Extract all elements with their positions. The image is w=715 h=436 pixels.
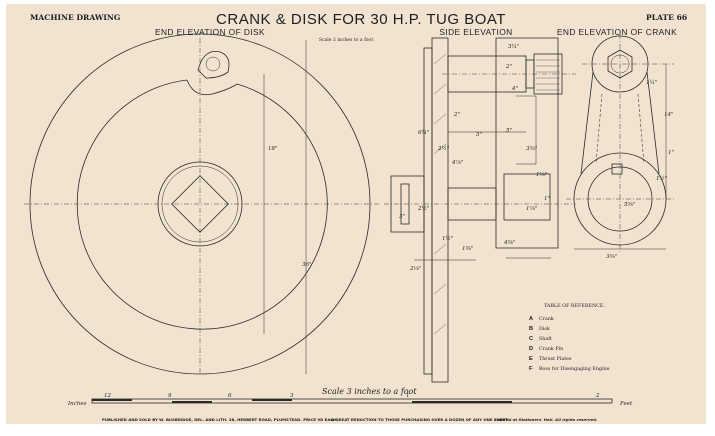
view-label-crank: END ELEVATION OF CRANK — [557, 27, 677, 37]
disk-end-elevation — [24, 33, 381, 375]
crank-hub-side — [503, 173, 551, 221]
dim-label: 1¼" — [646, 79, 657, 86]
header-left-label: MACHINE DRAWING — [30, 13, 120, 22]
dim-label: 3¼" — [508, 43, 519, 50]
dim-label: 1½" — [442, 235, 453, 242]
reference-key: D — [529, 346, 533, 352]
plate-number: PLATE 66 — [646, 13, 687, 22]
scale-tick: 12 — [104, 393, 111, 399]
dim-label: 1" — [544, 196, 550, 202]
reference-label: Disk — [539, 326, 550, 332]
scale-tick: 2 — [595, 393, 600, 399]
disk-inner-rim — [76, 79, 328, 330]
disk-side-section — [431, 37, 449, 383]
dim-label: 2½" — [417, 205, 429, 212]
dim-label: 5" — [476, 132, 482, 138]
scale-bar-fill — [92, 399, 132, 401]
reference-label: Boss for Disengaging Engine — [539, 366, 610, 372]
dimension-labels: 3¼" 2" 4" 2" 5" 6¾" 2½" 4⅞" 3" 2½" 4⅜" 1… — [268, 43, 674, 272]
scale-bar-fill — [252, 399, 292, 401]
dim-label: 3⅝" — [526, 146, 537, 152]
scale-note: Scale 3 inches to a foot — [319, 37, 373, 43]
scale-tick: 6 — [228, 393, 232, 399]
crank-end-elevation — [566, 34, 674, 254]
drawing-title: CRANK & DISK FOR 30 H.P. TUG BOAT — [216, 11, 506, 28]
dim-label: 4⅞" — [451, 160, 463, 166]
scale-bar-fill — [412, 401, 512, 403]
reference-label: Crank Pin — [539, 346, 563, 352]
scale-tick: 1 — [406, 393, 410, 399]
dim-label: 18" — [268, 146, 278, 152]
dim-label: 2" — [453, 112, 460, 118]
side-elevation — [384, 37, 576, 383]
drawing-sheet: MACHINE DRAWING CRANK & DISK FOR 30 H.P.… — [6, 4, 706, 424]
crank-arm-sides — [580, 71, 660, 175]
dim-label: 6¾" — [418, 129, 429, 136]
dim-label: 2½" — [437, 145, 449, 152]
dim-label: 4⅜" — [503, 240, 515, 246]
footer-publisher: PUBLISHED AND SOLD BY W. BUSBRIDGE, DEL.… — [102, 417, 338, 422]
dim-label: 1" — [668, 150, 674, 156]
view-label-side: SIDE ELEVATION — [439, 27, 512, 37]
reference-key: A — [529, 316, 533, 322]
dim-label: 3⅜" — [606, 254, 617, 260]
reference-label: Thrust Plates — [539, 356, 572, 362]
disk-boss-outer — [157, 161, 243, 247]
reference-key: F — [529, 366, 533, 372]
crank-web-side — [495, 37, 559, 249]
reference-key: C — [529, 336, 533, 342]
crank-hidden-lines — [595, 93, 645, 165]
counterweight-notch — [186, 79, 238, 96]
dim-label: 2" — [505, 64, 512, 70]
dim-label: 1⅝" — [462, 246, 473, 252]
scale-right-label: Feet — [619, 401, 633, 407]
reference-title: TABLE OF REFERENCE. — [544, 303, 605, 309]
scale-bar-outline — [91, 398, 613, 404]
dim-label: 2⅛" — [409, 266, 421, 272]
dim-label: 3" — [399, 214, 405, 220]
scale-caption: Scale 3 inches to a foot — [322, 387, 417, 396]
dim-label: 36" — [302, 262, 312, 268]
dim-label: 5" — [506, 128, 512, 134]
scale-tick: 9 — [168, 393, 172, 399]
footer-offer: A GREAT REDUCTION TO THOSE PURCHASING OV… — [331, 417, 509, 422]
dim-label: 1⅛" — [536, 172, 547, 178]
scale-tick: 3 — [290, 393, 294, 399]
technical-drawing: MACHINE DRAWING CRANK & DISK FOR 30 H.P.… — [24, 11, 687, 422]
reference-key: E — [529, 356, 533, 362]
view-label-disk: END ELEVATION OF DISK — [155, 27, 265, 37]
crank-web-detail — [516, 95, 537, 165]
crank-pin-end — [197, 51, 230, 79]
dim-label: 1½" — [656, 175, 667, 182]
scale-bar: Scale 3 inches to a foot Inches Feet 12 … — [67, 387, 633, 407]
reference-table: TABLE OF REFERENCE. A Crank B Disk C Sha… — [529, 303, 610, 372]
disk-outer-rim — [29, 33, 371, 375]
crank-keyway — [611, 163, 623, 175]
scale-bar-fill — [172, 401, 212, 403]
dim-label: 14" — [664, 112, 674, 118]
crank-pin-circle — [205, 56, 221, 72]
dim-label: 4" — [511, 86, 518, 92]
reference-label: Shaft — [539, 336, 552, 342]
dim-label: 5⅝" — [624, 202, 635, 208]
reference-key: B — [529, 326, 533, 332]
scale-left-label: Inches — [67, 401, 87, 407]
square-shaft-hole — [171, 175, 229, 233]
dim-label: 1⅞" — [526, 206, 537, 212]
footer-rights: Entered at Stationers' Hall. All rights … — [494, 417, 597, 422]
reference-label: Crank — [539, 316, 554, 322]
